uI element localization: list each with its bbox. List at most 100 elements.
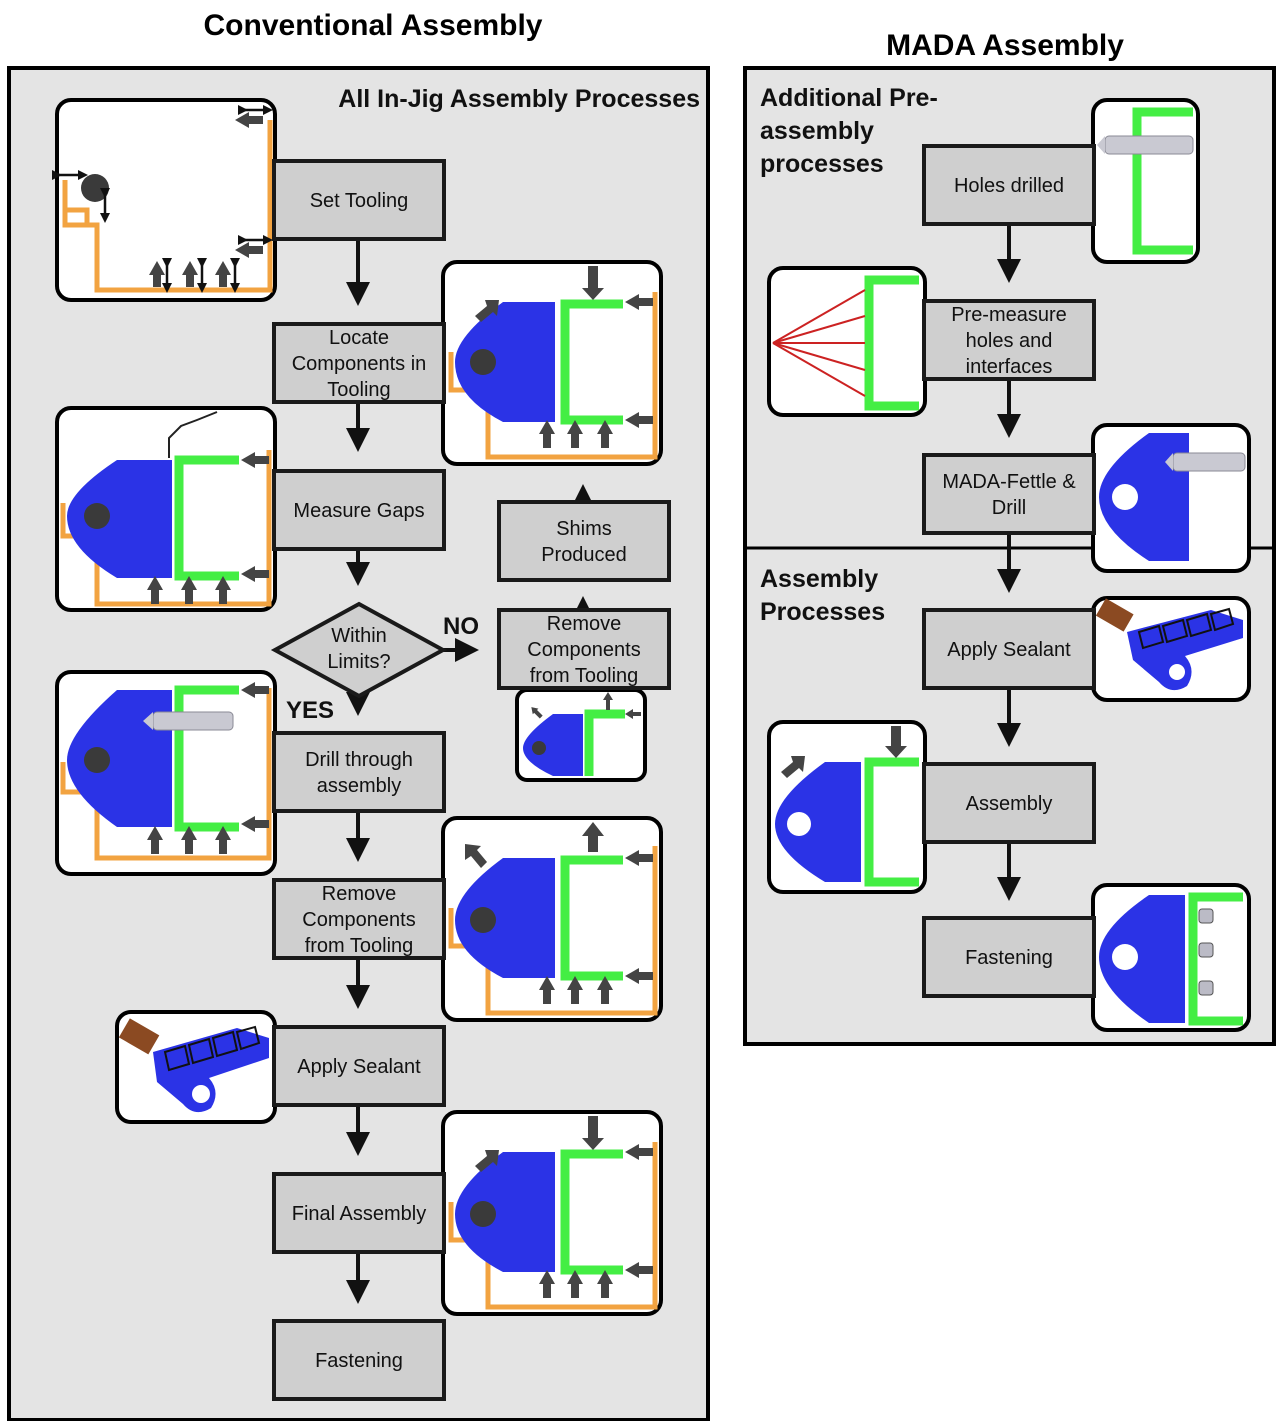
sealant-brush-icon	[118, 1018, 160, 1055]
final-assembly-thumbnail	[441, 1110, 663, 1316]
step-apply-sealant: Apply Sealant	[272, 1025, 446, 1107]
step-fastening-label: Fastening	[315, 1350, 403, 1372]
locate-thumbnail	[441, 260, 663, 466]
label-line: assembly	[317, 775, 401, 797]
remove-small-thumbnail	[515, 688, 647, 782]
label-line: MADA-Fettle &	[942, 471, 1076, 493]
label-line: Components in	[292, 353, 427, 375]
drill-bit-icon	[143, 711, 234, 731]
mada-fastening-label: Fastening	[965, 947, 1053, 969]
laser-beam-icon	[772, 289, 866, 397]
label-line: from Tooling	[530, 665, 639, 687]
remove-thumbnail	[441, 816, 663, 1022]
pusher-arrows-icon	[781, 726, 907, 778]
label-line: Produced	[541, 544, 627, 566]
label-line: Locate	[329, 327, 389, 349]
label-line: Apply Sealant	[947, 639, 1071, 661]
label-line: Tooling	[327, 379, 390, 401]
step-drill-label: Drill through assembly	[305, 749, 413, 797]
step-measure-gaps-label: Measure Gaps	[293, 500, 424, 522]
step-drill-through: Drill through assembly	[272, 731, 446, 813]
label-line: interfaces	[966, 356, 1053, 378]
label-line: holes and	[966, 330, 1053, 352]
label-line: from Tooling	[305, 935, 414, 957]
label-line: Shims	[556, 518, 612, 540]
pusher-arrows-icon	[147, 452, 269, 604]
label-line: processes	[760, 150, 884, 178]
feeler-gauge-icon	[168, 411, 218, 458]
step-final-assembly: Final Assembly	[272, 1172, 446, 1254]
measure-gaps-thumbnail	[55, 406, 277, 612]
pre-assembly-heading: Additional Pre-assembly processes	[760, 84, 938, 178]
label-line: Fastening	[965, 947, 1053, 969]
fastener-icon	[1198, 908, 1214, 996]
drill-bit-icon	[1097, 135, 1194, 155]
label-line: assembly	[760, 117, 874, 145]
step-apply-sealant-label: Apply Sealant	[297, 1056, 421, 1078]
pusher-arrows-icon	[475, 1116, 653, 1298]
drill-thumbnail	[55, 670, 277, 876]
drill-bit-icon	[1165, 452, 1246, 472]
label-line: Final Assembly	[292, 1203, 427, 1225]
label-line: Drill	[992, 497, 1026, 519]
mada-assembly-label: Assembly	[966, 793, 1053, 815]
holes-drilled-thumbnail	[1091, 98, 1200, 264]
label-line: Fastening	[315, 1350, 403, 1372]
tooling-adjust-arrows-icon	[52, 105, 273, 293]
label-line: Remove	[547, 613, 621, 635]
step-set-tooling: Set Tooling	[272, 159, 446, 241]
mada-step-fettle-drill: MADA-Fettle & Drill	[922, 453, 1096, 535]
mada-step-apply-sealant: Apply Sealant	[922, 608, 1096, 690]
label-line: Within	[331, 625, 387, 647]
sealant-thumbnail	[115, 1010, 277, 1124]
mada-step-fastening: Fastening	[922, 916, 1096, 998]
branch-yes-label: YES	[286, 697, 334, 724]
in-jig-heading: All In-Jig Assembly Processes	[338, 85, 700, 113]
label-line: Components	[302, 909, 415, 931]
step-set-tooling-label: Set Tooling	[310, 190, 409, 212]
mada-title: MADA Assembly	[886, 29, 1124, 62]
fastening-thumbnail	[1091, 883, 1251, 1032]
label-line: Assembly	[966, 793, 1053, 815]
mada-fettle-label: MADA-Fettle & Drill	[942, 471, 1076, 519]
mada-assembly-thumbnail	[767, 720, 927, 894]
label-line: Additional Pre-	[760, 84, 938, 112]
sealant-brush-icon	[1095, 598, 1134, 632]
label-line: Drill through	[305, 749, 413, 771]
mada-holes-label: Holes drilled	[954, 175, 1064, 197]
pusher-arrows-icon	[147, 682, 269, 854]
step-fastening: Fastening	[272, 1319, 446, 1401]
set-tooling-thumbnail	[52, 98, 277, 302]
label-line: Components	[527, 639, 640, 661]
pusher-arrows-icon	[531, 692, 641, 719]
step-measure-gaps: Measure Gaps	[272, 469, 446, 551]
pusher-arrows-icon	[465, 822, 653, 1004]
label-line: Measure Gaps	[293, 500, 424, 522]
label-line: Holes drilled	[954, 175, 1064, 197]
fettle-drill-thumbnail	[1091, 423, 1251, 573]
label-line: Set Tooling	[310, 190, 409, 212]
mada-sealant-thumbnail	[1091, 596, 1251, 702]
label-line: Apply Sealant	[297, 1056, 421, 1078]
mada-step-assembly: Assembly	[922, 762, 1096, 844]
laser-measure-thumbnail	[767, 266, 927, 417]
mada-step-holes-drilled: Holes drilled	[922, 144, 1096, 226]
label-line: Limits?	[327, 651, 390, 673]
step-final-assembly-label: Final Assembly	[292, 1203, 427, 1225]
pusher-arrows-icon	[149, 112, 263, 287]
mada-sealant-label: Apply Sealant	[947, 639, 1071, 661]
